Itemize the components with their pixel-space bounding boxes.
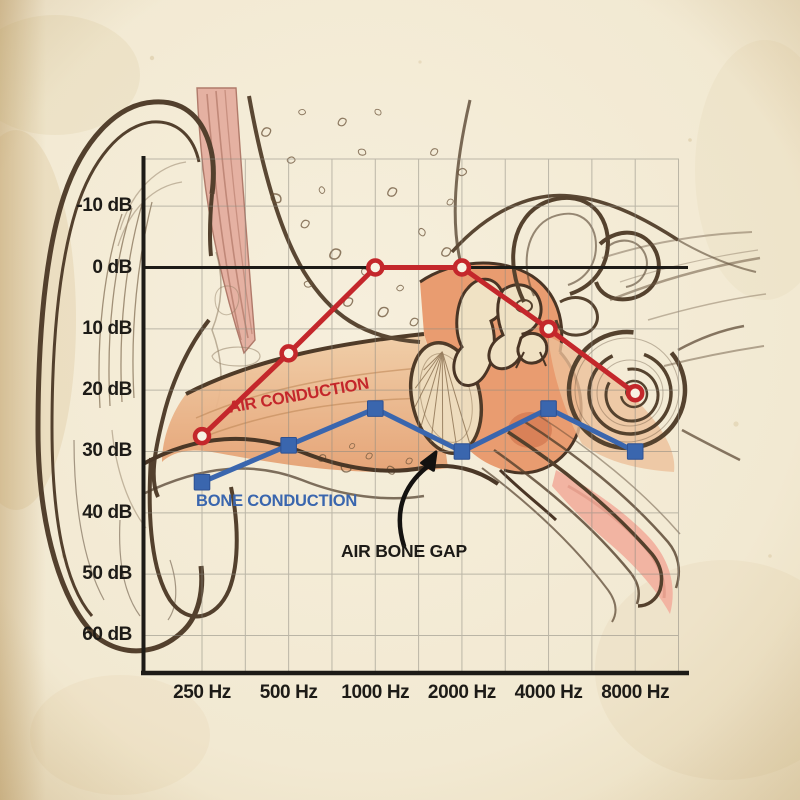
- y-axis-tick-label: 40 dB: [82, 501, 132, 523]
- bone-conduction-series: [193, 400, 644, 491]
- bone-conduction-marker: [366, 400, 384, 417]
- bone-conduction-marker: [193, 473, 211, 491]
- y-axis-tick-label: 0 dB: [92, 256, 132, 278]
- grid: [143, 158, 680, 673]
- air-conduction-marker: [452, 258, 472, 277]
- air-bone-gap-arrowhead: [420, 450, 438, 472]
- bone-conduction-marker: [453, 443, 471, 460]
- air-conduction-marker: [279, 344, 298, 363]
- bone-conduction-marker: [626, 443, 644, 460]
- air-bone-gap-arrow: [397, 464, 430, 549]
- bone-conduction-marker: [280, 437, 297, 454]
- y-axis-tick-label: 20 dB: [82, 379, 132, 401]
- x-axis-tick-label: 2000 Hz: [427, 682, 496, 703]
- air-conduction-marker: [192, 426, 212, 446]
- air-conduction-series: [192, 258, 645, 446]
- bone-conduction-marker: [540, 400, 557, 417]
- y-axis-tick-label: 50 dB: [82, 563, 132, 585]
- x-axis-tick-label: 250 Hz: [173, 682, 231, 703]
- air-bone-gap-label: AIR BONE GAP: [341, 541, 467, 561]
- x-axis-tick-label: 8000 Hz: [601, 682, 670, 703]
- y-axis-tick-label: -10 dB: [76, 195, 132, 217]
- bone-conduction-line: [201, 406, 637, 485]
- y-axis-tick-label: 60 dB: [82, 624, 132, 646]
- y-axis-tick-label: 10 dB: [82, 317, 132, 339]
- air-conduction-marker: [539, 319, 558, 339]
- x-axis-tick-label: 4000 Hz: [514, 682, 583, 703]
- x-axis-tick-label: 500 Hz: [259, 682, 318, 703]
- bone-conduction-label: BONE CONDUCTION: [196, 492, 358, 510]
- y-axis-tick-label: 30 dB: [82, 440, 132, 462]
- air-conduction-marker: [366, 258, 385, 277]
- x-axis-tick-label: 1000 Hz: [341, 682, 410, 703]
- air-conduction-line: [200, 265, 637, 438]
- air-conduction-marker: [625, 383, 645, 403]
